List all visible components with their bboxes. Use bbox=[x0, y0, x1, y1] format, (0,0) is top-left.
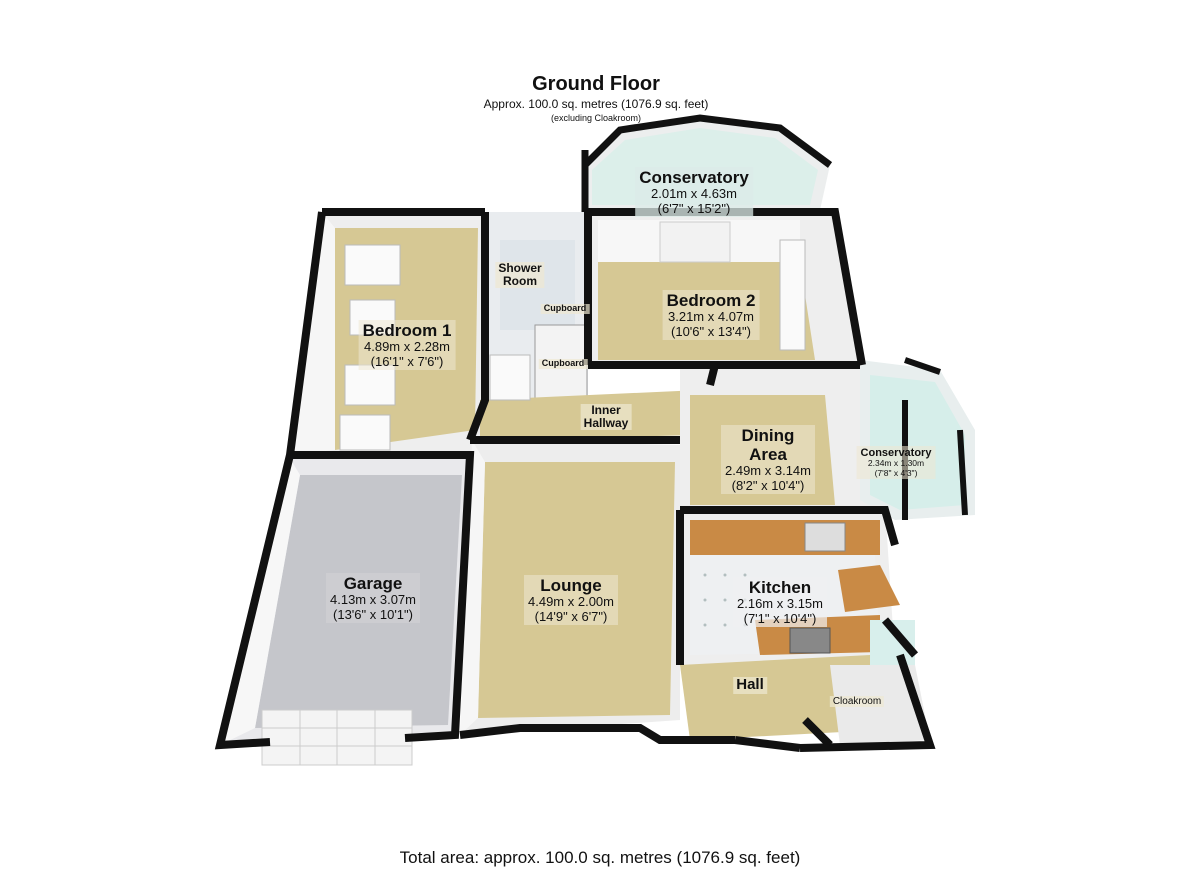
room-metric: 4.89m x 2.28m bbox=[363, 339, 450, 355]
floor-title: Ground Floor bbox=[532, 73, 660, 95]
room-name: Conservatory bbox=[639, 168, 749, 187]
room-conservatory-side: Conservatory 2.34m x 1.30m (7'8" x 4'3") bbox=[856, 446, 936, 480]
room-metric: 2.16m x 3.15m bbox=[737, 596, 823, 612]
room-metric: 4.13m x 3.07m bbox=[330, 592, 416, 608]
label-line2: Hallway bbox=[583, 416, 629, 431]
walls bbox=[214, 208, 936, 752]
label-line1: Inner bbox=[591, 403, 621, 417]
label-line2: Room bbox=[503, 274, 537, 289]
room-kitchen: Kitchen 2.16m x 3.15m (7'1" x 10'4") bbox=[733, 577, 827, 628]
room-name: Conservatory bbox=[860, 447, 932, 459]
room-imperial: (16'1" x 7'6") bbox=[370, 353, 444, 369]
room-bedroom-2: Bedroom 2 3.21m x 4.07m (10'6" x 13'4") bbox=[662, 290, 760, 341]
room-metric: 2.49m x 3.14m bbox=[725, 463, 811, 479]
room-metric: 2.34m x 1.30m bbox=[867, 458, 925, 469]
label-hall: Hall bbox=[733, 676, 767, 694]
label-cupboard-2: Cupboard bbox=[538, 358, 588, 369]
label-cupboard-1: Cupboard bbox=[540, 303, 590, 314]
floor-area-note: (excluding Cloakroom) bbox=[550, 113, 642, 123]
conservatory-side-area bbox=[860, 357, 975, 520]
room-metric: 3.21m x 4.07m bbox=[667, 309, 754, 325]
floor-area: Approx. 100.0 sq. metres (1076.9 sq. fee… bbox=[483, 97, 709, 111]
room-lounge: Lounge 4.49m x 2.00m (14'9" x 6'7") bbox=[524, 575, 618, 626]
room-bedroom-1: Bedroom 1 4.89m x 2.28m (16'1" x 7'6") bbox=[358, 320, 456, 371]
room-name: Bedroom 1 bbox=[362, 321, 452, 340]
label-inner-hallway: Inner Hallway bbox=[580, 403, 632, 431]
room-metric: 2.01m x 4.63m bbox=[650, 186, 737, 202]
room-name-line1: Dining bbox=[741, 426, 795, 445]
label-cloakroom: Cloakroom bbox=[829, 696, 885, 707]
room-name: Garage bbox=[343, 574, 403, 593]
room-imperial: (7'1" x 10'4") bbox=[743, 610, 817, 626]
room-imperial: (6'7" x 15'2") bbox=[657, 200, 731, 216]
room-name-line2: Area bbox=[749, 445, 787, 465]
room-imperial: (7'8" x 4'3") bbox=[874, 467, 918, 478]
label-line1: Shower bbox=[498, 261, 542, 275]
bedroom-2-area bbox=[588, 212, 860, 365]
room-name: Kitchen bbox=[748, 578, 812, 597]
room-name: Bedroom 2 bbox=[666, 291, 756, 310]
room-conservatory-top: Conservatory 2.01m x 4.63m (6'7" x 15'2"… bbox=[635, 167, 753, 218]
room-imperial: (13'6" x 10'1") bbox=[333, 606, 413, 622]
room-dining-area: Dining Area 2.49m x 3.14m (8'2" x 10'4") bbox=[721, 425, 815, 495]
room-imperial: (8'2" x 10'4") bbox=[731, 477, 805, 493]
room-garage: Garage 4.13m x 3.07m (13'6" x 10'1") bbox=[326, 573, 420, 624]
label-shower-room: Shower Room bbox=[495, 261, 545, 289]
room-imperial: (10'6" x 13'4") bbox=[671, 323, 751, 339]
room-name: Lounge bbox=[540, 576, 602, 595]
room-metric: 4.49m x 2.00m bbox=[528, 594, 614, 610]
room-imperial: (14'9" x 6'7") bbox=[534, 608, 608, 624]
total-area: Total area: approx. 100.0 sq. metres (10… bbox=[399, 848, 801, 867]
